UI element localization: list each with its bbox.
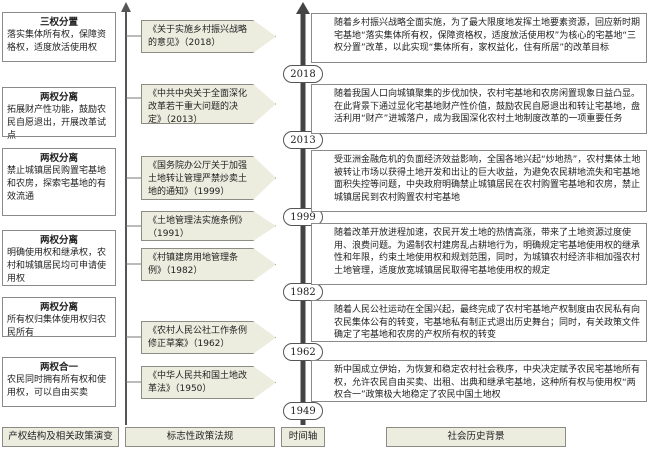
society-box-2013: 随着我国人口向城镇聚集的步伐加快，农村宅基地和农房闲置现象日益凸显。在此背景下通… [311, 84, 647, 134]
policy-2018: 《关于实施乡村振兴战略的意见》（2018） [141, 20, 276, 53]
footer-society: 社会历史背景 [386, 427, 566, 447]
property-body: 落实集体所有权，保障资格权，适度放活使用权 [7, 30, 107, 53]
policy-axis-arrowhead [121, 2, 131, 12]
property-body: 所有权归集体使用权归农民所有 [7, 315, 107, 338]
property-box-1982: 两权分离 明确使用权和继承权，农村和城镇居民均可申请使用权 [2, 230, 116, 286]
property-body: 禁止城镇居民购置宅基地和农房，探索宅基地的有效流通 [7, 166, 107, 202]
policy-2013: 《中共中央关于全面深化改革若干重大问题的决定》（2013） [141, 84, 276, 124]
policy-1962: 《农村人民公社工作条例修正草案》（1962） [141, 321, 276, 354]
footer-timeline: 时间轴 [281, 427, 325, 447]
footer-policy: 标志性政策法规 [125, 427, 275, 447]
society-box-1949: 新中国成立伊始，为恢复和稳定农村社会秩序，中央决定赋予农民宅基地所有权，允许农民… [311, 360, 647, 402]
property-box-1962: 两权分离 所有权归集体使用权归农民所有 [2, 297, 116, 338]
property-box-1999: 两权分离 禁止城镇居民购置宅基地和农房，探索宅基地的有效流通 [2, 148, 116, 216]
policy-1950: 《中华人民共和国土地改革法》（1950） [141, 366, 276, 399]
year-1949: 1949 [283, 402, 323, 420]
policy-1982: 《村镇建房用地管理条例》（1982） [141, 248, 276, 281]
property-title: 两权分离 [39, 235, 78, 246]
society-box-1962: 随着人民公社运动在全国兴起，最终完成了农村宅基地产权制度由农民私有向农民集体公有… [311, 300, 647, 342]
property-body: 拓展财产性功能，鼓励农民自愿退出，开展改革试点 [7, 105, 107, 141]
year-1962: 1962 [283, 343, 323, 361]
property-title: 两权合一 [39, 362, 78, 373]
footer-property: 产权结构及相关政策演变 [2, 427, 119, 447]
society-box-1999: 受亚洲金融危机的负面经济效益影响，全国各地兴起“炒地热”，农村集体土地被转让市场… [311, 150, 647, 212]
property-box-1949: 两权合一 农民同时拥有所有权和使用权，可以自由买卖 [2, 357, 116, 407]
society-box-1982: 随着改革开放进程加速，农民开发土地的热情高涨，带来了土地资源过度使用、浪费问题。… [311, 223, 647, 285]
year-2018: 2018 [283, 65, 323, 83]
year-1982: 1982 [283, 283, 323, 301]
policy-1991: 《土地管理法实施条例》（1991） [141, 211, 276, 241]
property-body: 明确使用权和继承权，农村和城镇居民均可申请使用权 [7, 248, 107, 284]
society-box-2018: 随着乡村振兴战略全面实施，为了最大限度地发挥土地要素资源，回应新时期宅基地“落实… [311, 13, 647, 63]
property-box-2018: 三权分置 落实集体所有权，保障资格权，适度放活使用权 [2, 12, 116, 62]
policy-1999: 《国务院办公厅关于加强土地转让管理严禁炒卖土地的通知》（1999） [141, 156, 276, 200]
property-box-2013: 两权分离 拓展财产性功能，鼓励农民自愿退出，开展改革试点 [2, 87, 116, 141]
property-title: 两权分离 [39, 92, 78, 103]
property-title: 三权分置 [39, 17, 78, 28]
property-title: 两权分离 [39, 302, 78, 313]
year-2013: 2013 [283, 131, 323, 149]
property-body: 农民同时拥有所有权和使用权，可以自由买卖 [7, 375, 107, 398]
timeline-arrowhead [296, 2, 310, 14]
property-title: 两权分离 [39, 153, 78, 164]
year-1999: 1999 [283, 208, 323, 226]
